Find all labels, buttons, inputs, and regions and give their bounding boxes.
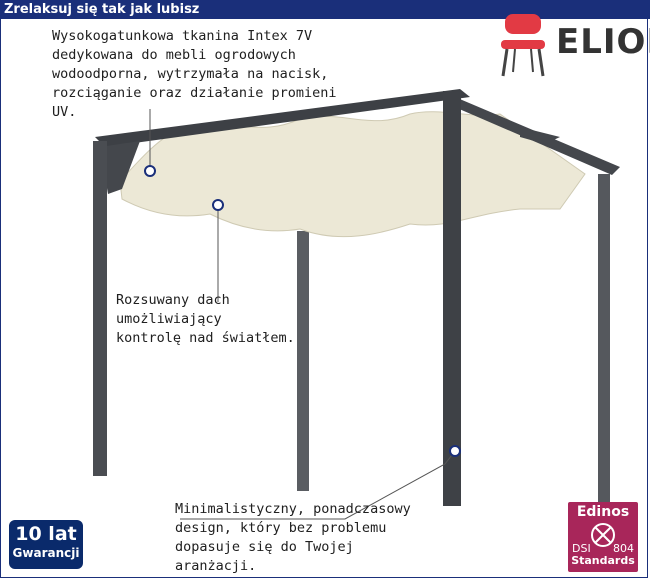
callout-dot-fabric	[144, 165, 156, 177]
certificate-name: Edinos	[576, 504, 630, 520]
brand-name: ELIOR	[556, 22, 650, 62]
note-fabric: Wysokogatunkowa tkanina Intex 7V dedykow…	[52, 28, 337, 120]
elior-logo	[501, 14, 545, 77]
bracket-right	[520, 127, 560, 144]
bracket-left	[100, 141, 140, 194]
beam-front	[95, 89, 470, 147]
warranty-badge: 10 lat Gwarancji	[9, 520, 83, 569]
post-back-left	[297, 231, 309, 491]
pergola-illustration	[93, 89, 620, 520]
chair-icon	[505, 14, 541, 34]
certificate-code-right: 804	[613, 542, 634, 555]
note-roof: Rozsuwany dach umożliwiający kontrolę na…	[116, 292, 295, 346]
note-design: Minimalistyczny, ponadczasowy design, kt…	[175, 501, 411, 574]
callout-dot-roof	[212, 199, 224, 211]
header-bar: Zrelaksuj się tak jak lubisz	[0, 0, 650, 19]
callout-line-design	[180, 450, 456, 520]
post-front-right	[443, 91, 461, 506]
certificate-badge: Edinos DSI 804 Standards	[568, 502, 638, 572]
header-title: Zrelaksuj się tak jak lubisz	[4, 2, 200, 17]
certificate-label: Standards	[571, 554, 635, 567]
warranty-label: Gwarancji	[12, 546, 80, 560]
warranty-years: 10 lat	[15, 523, 77, 545]
post-front-left	[93, 141, 107, 476]
post-back-right	[598, 174, 610, 504]
callout-dot-design	[449, 445, 461, 457]
badge-emblem-icon	[591, 523, 615, 547]
certificate-code-left: DSI	[572, 542, 591, 555]
